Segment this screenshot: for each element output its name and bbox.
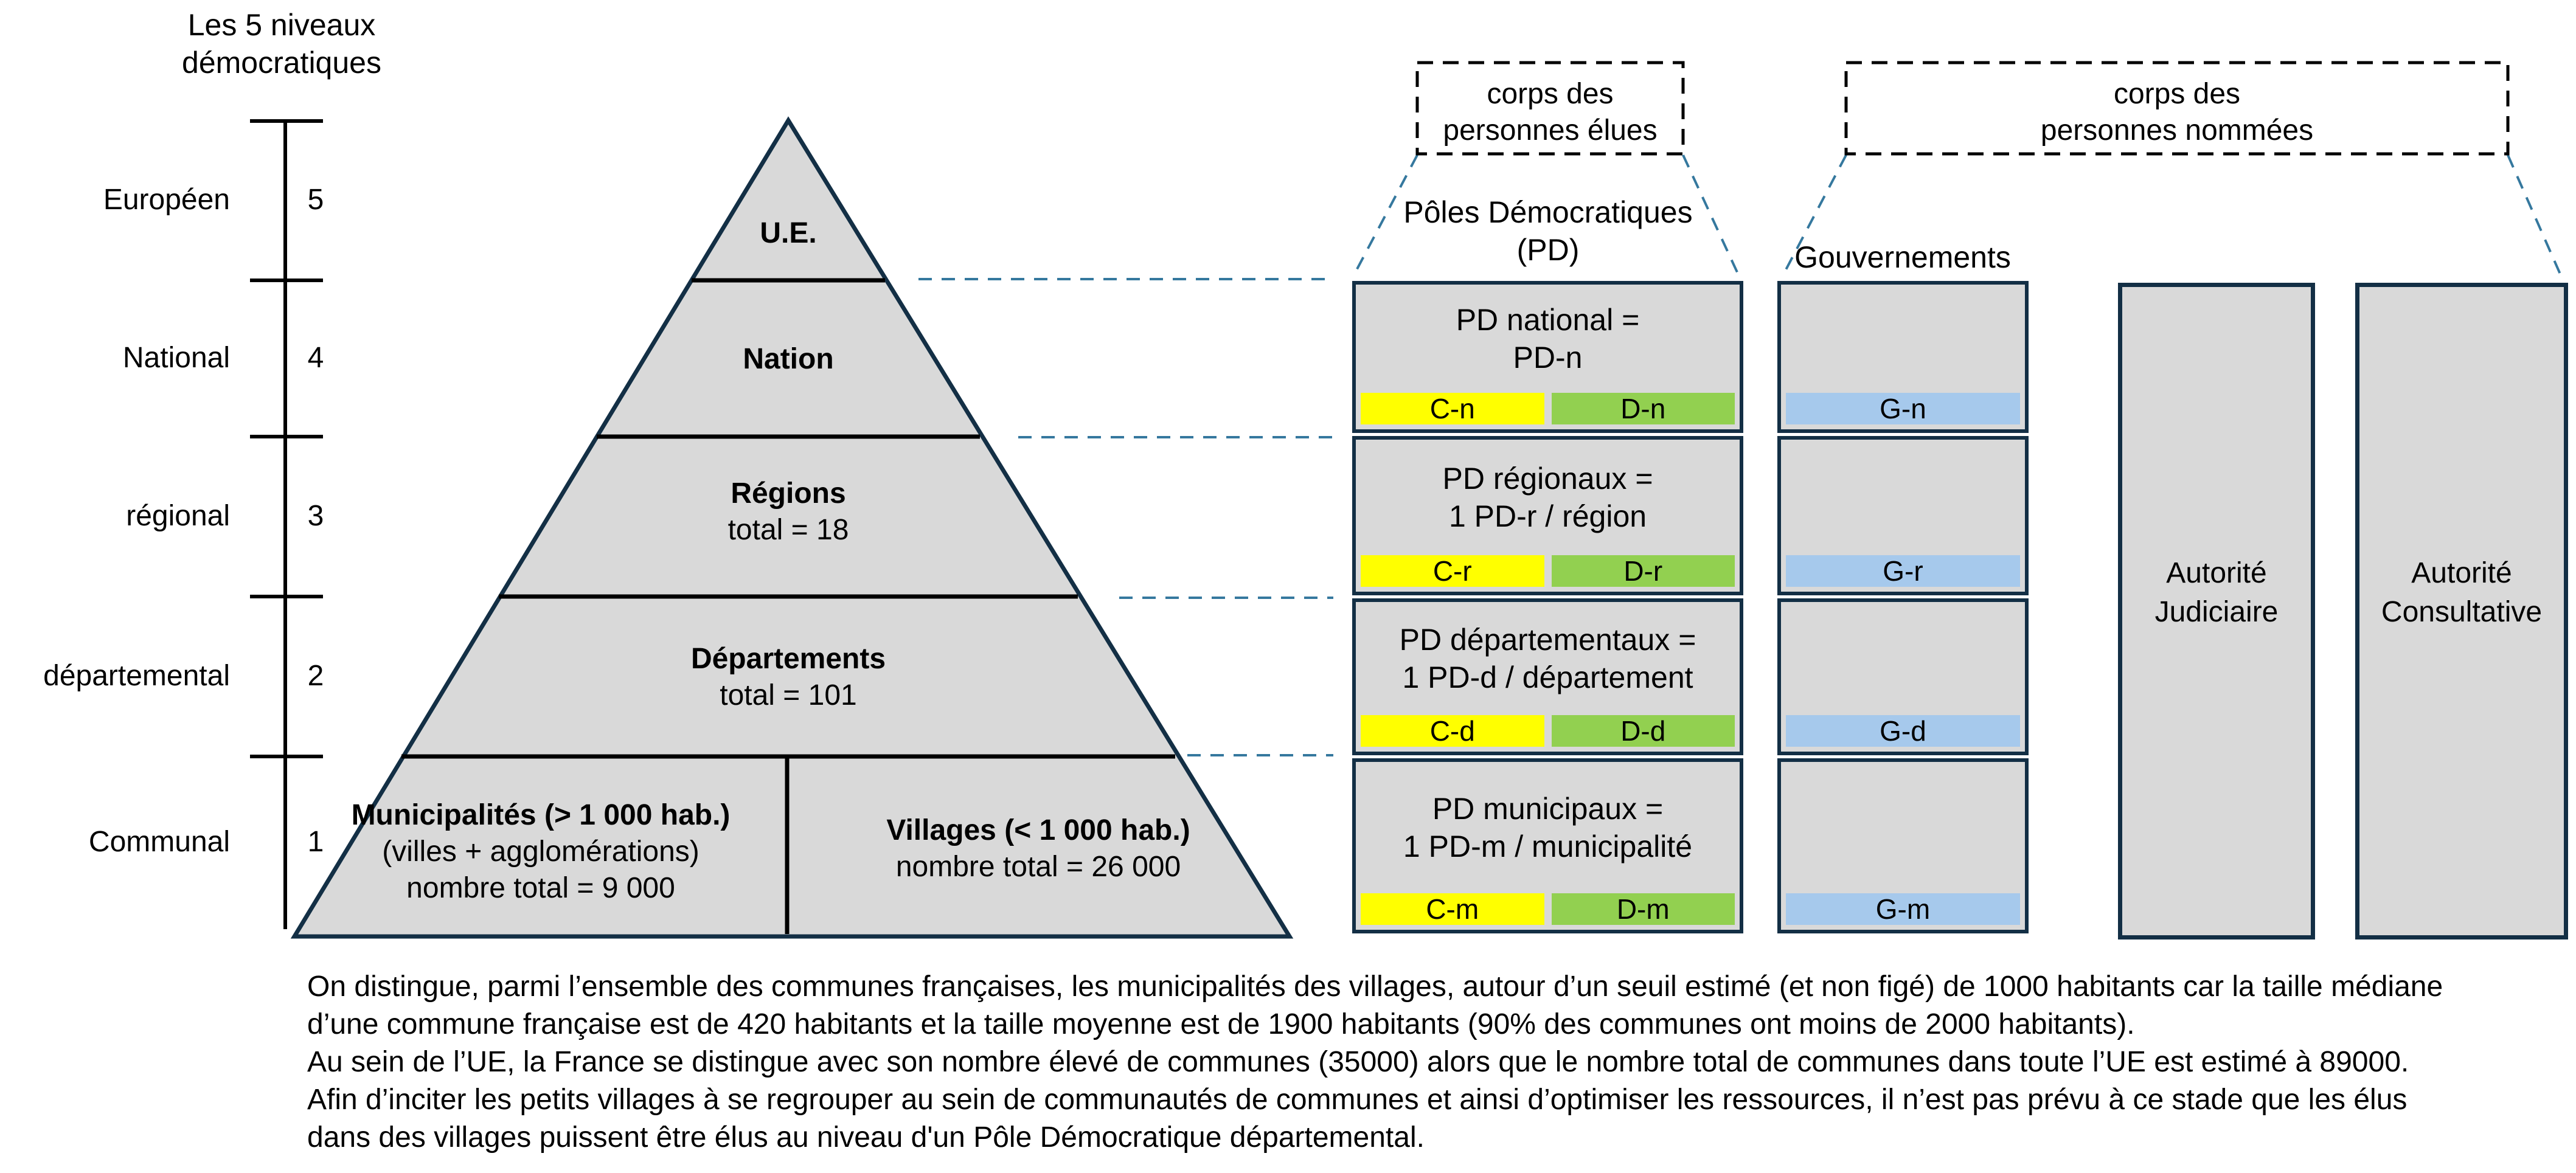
pd-column-header: Pôles Démocratiques (PD) — [1369, 193, 1727, 269]
elected-group-line2: personnes élues — [1443, 114, 1658, 147]
page-title-line1: Les 5 niveaux — [187, 8, 376, 42]
axis-number-3: 3 — [307, 500, 324, 532]
pd-municipal-line2: 1 PD-m / municipalité — [1403, 829, 1693, 863]
judicial-authority-line1: Autorité — [2166, 557, 2267, 589]
axis-number-5: 5 — [307, 184, 324, 216]
pd-departemental-box: PD départementaux = 1 PD-d / département… — [1352, 598, 1743, 755]
pyramid-regions-title: Régions — [731, 477, 846, 510]
judicial-authority-box: Autorité Judiciaire — [2118, 283, 2315, 939]
pd-municipal-box: PD municipaux = 1 PD-m / municipalité C-… — [1352, 758, 1743, 933]
axis-number-2: 2 — [307, 660, 324, 692]
pd-national-line2: PD-n — [1513, 341, 1583, 375]
pyramid-villages-title: Villages (< 1 000 hab.) — [886, 814, 1190, 846]
pyramid-nation-label: Nation — [743, 343, 834, 375]
pd-departemental-line1: PD départementaux = — [1399, 623, 1696, 657]
pd-national-strips: C-n D-n — [1361, 393, 1735, 424]
appointed-group-line1: corps des — [2113, 78, 2241, 110]
page-title-line2: démocratiques — [182, 46, 381, 80]
pd-departemental-line2: 1 PD-d / département — [1402, 660, 1693, 694]
pyramid-villages-sub: nombre total = 26 000 — [895, 851, 1181, 883]
footnote-line5: dans des villages puissent être élus au … — [307, 1121, 1425, 1154]
citizens-national-strip: C-n — [1361, 393, 1544, 424]
pyramid-municipalites-label: Municipalités (> 1 000 hab.) (villes + a… — [340, 797, 741, 907]
pyramid-shape — [290, 116, 1294, 939]
consultative-authority-line1: Autorité — [2411, 557, 2512, 589]
gov-regional-box: G-r — [1777, 436, 2029, 595]
footnote-line2: d’une commune française est de 420 habit… — [307, 1008, 2135, 1040]
pd-departemental-strips: C-d D-d — [1361, 715, 1735, 747]
deputies-departemental-strip: D-d — [1551, 715, 1735, 747]
pyramid-departements-label: Départements total = 101 — [606, 641, 971, 714]
gov-national-spacer — [1781, 285, 2025, 393]
footnote-line1: On distingue, parmi l’ensemble des commu… — [307, 971, 2443, 1003]
pyramid-departements-total: total = 101 — [720, 679, 857, 711]
elected-group-line1: corps des — [1487, 78, 1614, 110]
citizens-municipal-strip: C-m — [1361, 893, 1544, 925]
pyramid-regions-total: total = 18 — [727, 514, 849, 546]
citizens-departemental-strip: C-d — [1361, 715, 1544, 747]
pd-regional-line2: 1 PD-r / région — [1448, 499, 1647, 533]
deputies-national-strip: D-n — [1551, 393, 1735, 424]
pd-municipal-strips: C-m D-m — [1361, 893, 1735, 925]
judicial-authority-line2: Judiciaire — [2154, 596, 2279, 628]
pyramid-municipalites-title: Municipalités (> 1 000 hab.) — [351, 799, 731, 831]
gov-municipal-strip: G-m — [1786, 893, 2020, 925]
appointed-funnel-right-dashed-line — [2507, 154, 2564, 282]
footnote-line3: Au sein de l’UE, la France se distingue … — [307, 1046, 2409, 1078]
pd-regional-line1: PD régionaux = — [1442, 462, 1653, 496]
gov-national-strip: G-n — [1786, 393, 2020, 424]
axis-number-1: 1 — [307, 826, 324, 858]
appointed-group-line2: personnes nommées — [2040, 114, 2314, 147]
gov-departemental-strip: G-d — [1786, 715, 2020, 747]
pd-column-header-line2: (PD) — [1516, 233, 1580, 267]
pd-municipal-text: PD municipaux = 1 PD-m / municipalité — [1356, 762, 1740, 893]
judicial-authority-label: Autorité Judiciaire — [2155, 554, 2279, 632]
pyramid-villages-label: Villages (< 1 000 hab.) nombre total = 2… — [838, 812, 1239, 885]
axis-label-national: National — [122, 342, 230, 374]
page-title: Les 5 niveaux démocratiques — [123, 6, 440, 81]
deputies-municipal-strip: D-m — [1551, 893, 1735, 925]
gov-regional-spacer — [1781, 440, 2025, 555]
pd-regional-text: PD régionaux = 1 PD-r / région — [1356, 440, 1740, 555]
gov-departemental-box: G-d — [1777, 598, 2029, 755]
axis-label-departemental: départemental — [43, 660, 230, 692]
pyramid-departements-title: Départements — [690, 643, 886, 675]
gov-departemental-spacer — [1781, 602, 2025, 715]
appointed-group-dashed-box — [1844, 61, 2510, 156]
gov-column-header: Gouvernements — [1794, 240, 2011, 274]
axis-label-europeen: Européen — [103, 184, 230, 216]
footnote: On distingue, parmi l’ensemble des commu… — [307, 968, 2570, 1157]
citizens-regional-strip: C-r — [1361, 555, 1544, 587]
pd-national-line1: PD national = — [1456, 303, 1640, 337]
consultative-authority-label: Autorité Consultative — [2381, 554, 2542, 632]
pd-national-text: PD national = PD-n — [1356, 285, 1740, 393]
axis-label-regional: régional — [126, 500, 230, 532]
consultative-authority-box: Autorité Consultative — [2355, 283, 2568, 939]
footnote-line4: Afin d’inciter les petits villages à se … — [307, 1084, 2408, 1116]
consultative-authority-line2: Consultative — [2381, 596, 2543, 628]
pd-municipal-line1: PD municipaux = — [1432, 792, 1664, 826]
axis-number-4: 4 — [307, 342, 324, 374]
pd-regional-strips: C-r D-r — [1361, 555, 1735, 587]
deputies-regional-strip: D-r — [1551, 555, 1735, 587]
pyramid-regions-label: Régions total = 18 — [636, 476, 940, 548]
elected-group-dashed-box — [1415, 61, 1685, 156]
pd-column-header-line1: Pôles Démocratiques — [1403, 195, 1693, 229]
gov-municipal-spacer — [1781, 762, 2025, 893]
appointed-group-box-label: corps des personnes nommées — [1846, 76, 2508, 149]
pyramid-municipalites-sub2: nombre total = 9 000 — [406, 872, 675, 904]
pd-national-box: PD national = PD-n C-n D-n — [1352, 281, 1743, 433]
pyramid-ue-label: U.E. — [760, 217, 817, 249]
pd-regional-box: PD régionaux = 1 PD-r / région C-r D-r — [1352, 436, 1743, 595]
gov-national-box: G-n — [1777, 281, 2029, 433]
axis-label-communal: Communal — [88, 826, 230, 858]
gov-municipal-box: G-m — [1777, 758, 2029, 933]
elected-group-box-label: corps des personnes élues — [1417, 76, 1683, 149]
gov-regional-strip: G-r — [1786, 555, 2020, 587]
pd-departemental-text: PD départementaux = 1 PD-d / département — [1356, 602, 1740, 715]
pyramid-municipalites-sub1: (villes + agglomérations) — [382, 836, 700, 868]
